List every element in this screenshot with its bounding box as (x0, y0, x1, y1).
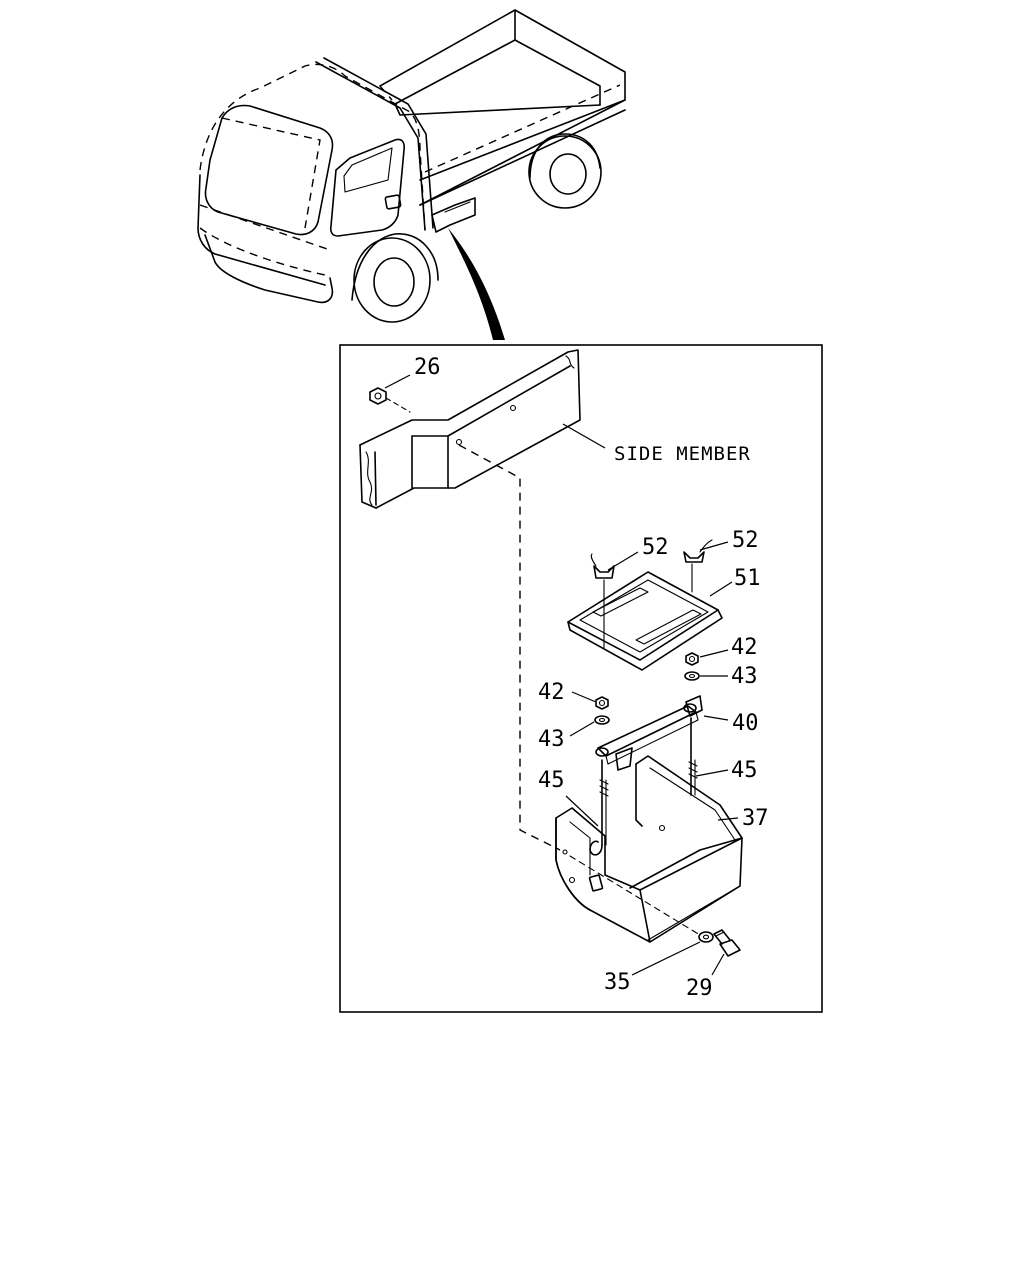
callout-43-right: 43 (731, 664, 758, 689)
nut-26 (369, 387, 411, 413)
j-bolt-45-right (688, 717, 698, 796)
callout-45-right: 45 (731, 758, 758, 783)
holder-40 (595, 695, 703, 771)
bolt-29 (713, 929, 741, 957)
callout-51: 51 (734, 566, 761, 591)
detail-frame (339, 344, 823, 1013)
wing-nut-52-right (683, 539, 713, 593)
callout-29: 29 (686, 976, 713, 1001)
callout-37: 37 (742, 806, 769, 831)
nut-42-left (595, 696, 609, 710)
callout-labels: 26 52 52 51 42 43 42 43 40 45 45 37 35 2… (414, 355, 769, 1001)
callout-26: 26 (414, 355, 441, 380)
callout-45-left: 45 (538, 768, 565, 793)
truck-illustration (197, 9, 626, 340)
callout-40: 40 (732, 711, 759, 736)
side-member (359, 349, 581, 509)
leader-lines (384, 374, 739, 976)
callout-42-left: 42 (538, 680, 565, 705)
callout-43-left: 43 (538, 727, 565, 752)
callout-35: 35 (604, 970, 631, 995)
battery-cover-51 (567, 571, 723, 671)
washer-35 (698, 931, 714, 943)
washer-43-left (594, 715, 610, 725)
nut-42-right (685, 652, 699, 666)
washer-43-right (684, 671, 700, 681)
callout-52-left: 52 (642, 535, 669, 560)
callout-42-right: 42 (731, 635, 758, 660)
battery-tray-37 (555, 755, 743, 943)
side-member-label: SIDE MEMBER (614, 443, 751, 465)
callout-52-right: 52 (732, 528, 759, 553)
j-bolt-45-left (589, 759, 609, 856)
assembly-path (458, 444, 561, 851)
